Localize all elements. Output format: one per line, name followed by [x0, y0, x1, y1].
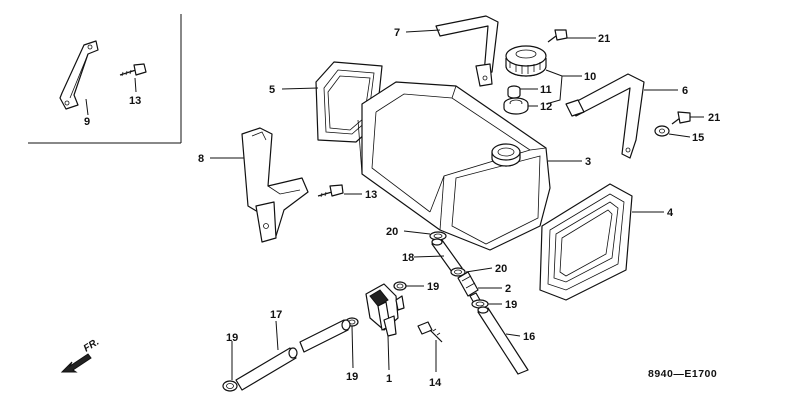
tube-part-18	[431, 238, 463, 273]
callout-13-inset: 13	[129, 95, 141, 107]
clamp-part-20-lower	[450, 267, 466, 277]
callout-17: 17	[270, 309, 282, 321]
fuel-cock-part-1	[365, 283, 405, 337]
callout-19-cock: 19	[427, 281, 439, 293]
callout-labels: 9 13 7 21 5 10 11 12 6 21 15 8 3 13 4 20…	[84, 27, 720, 389]
bracket-part-8	[241, 127, 309, 243]
callout-1: 1	[386, 373, 392, 385]
callout-7: 7	[394, 27, 400, 39]
callout-18: 18	[402, 252, 414, 264]
clamp-part-19-cock	[393, 281, 407, 291]
callout-5: 5	[269, 84, 275, 96]
fuel-tank-part-3	[357, 81, 551, 251]
callout-19-end: 19	[226, 332, 238, 344]
callout-13-lower: 13	[365, 189, 377, 201]
callout-8: 8	[198, 153, 204, 165]
cushion-part-4	[539, 183, 633, 301]
clamp-part-20-upper	[429, 231, 447, 241]
fuel-cap-part-10	[505, 45, 547, 77]
callout-4: 4	[667, 207, 674, 219]
callout-10: 10	[584, 71, 596, 83]
leader-lines	[85, 29, 704, 380]
front-marker-label: FR.	[82, 337, 101, 355]
filter-part-2	[457, 271, 481, 304]
callout-20-lower: 20	[495, 263, 507, 275]
callout-20-upper: 20	[386, 226, 398, 238]
callout-3: 3	[585, 156, 591, 168]
callout-11: 11	[540, 84, 552, 96]
seal-part-12	[503, 97, 529, 115]
callout-21-upper: 21	[598, 33, 610, 45]
tube-part-16	[477, 306, 529, 375]
callout-12: 12	[540, 101, 552, 113]
callout-16: 16	[523, 331, 535, 343]
callout-21-lower: 21	[708, 112, 720, 124]
strap-part-7	[435, 15, 499, 87]
washer-part-15	[654, 125, 670, 137]
bracket-part-9	[59, 40, 99, 110]
tube-part-17	[235, 319, 351, 391]
front-direction-arrow: FR.	[60, 337, 101, 373]
inset-divider	[28, 14, 182, 144]
callout-15: 15	[692, 132, 704, 144]
callout-19-filter: 19	[505, 299, 517, 311]
filter-part-11	[507, 85, 521, 99]
bolt-part-13-inset	[119, 63, 147, 77]
callout-19-left: 19	[346, 371, 358, 383]
callout-14: 14	[429, 377, 442, 389]
strap-part-6	[565, 73, 645, 159]
clamp-part-19-end	[222, 380, 238, 392]
bolt-part-21-lower	[671, 111, 691, 125]
callout-2: 2	[505, 283, 511, 295]
bolt-part-13-lower	[317, 184, 344, 198]
callout-6: 6	[682, 85, 688, 97]
bolt-part-21-upper	[547, 29, 568, 43]
bolt-part-14	[417, 321, 443, 343]
diagram-code: 8940—E1700	[648, 368, 717, 380]
callout-9: 9	[84, 116, 90, 128]
